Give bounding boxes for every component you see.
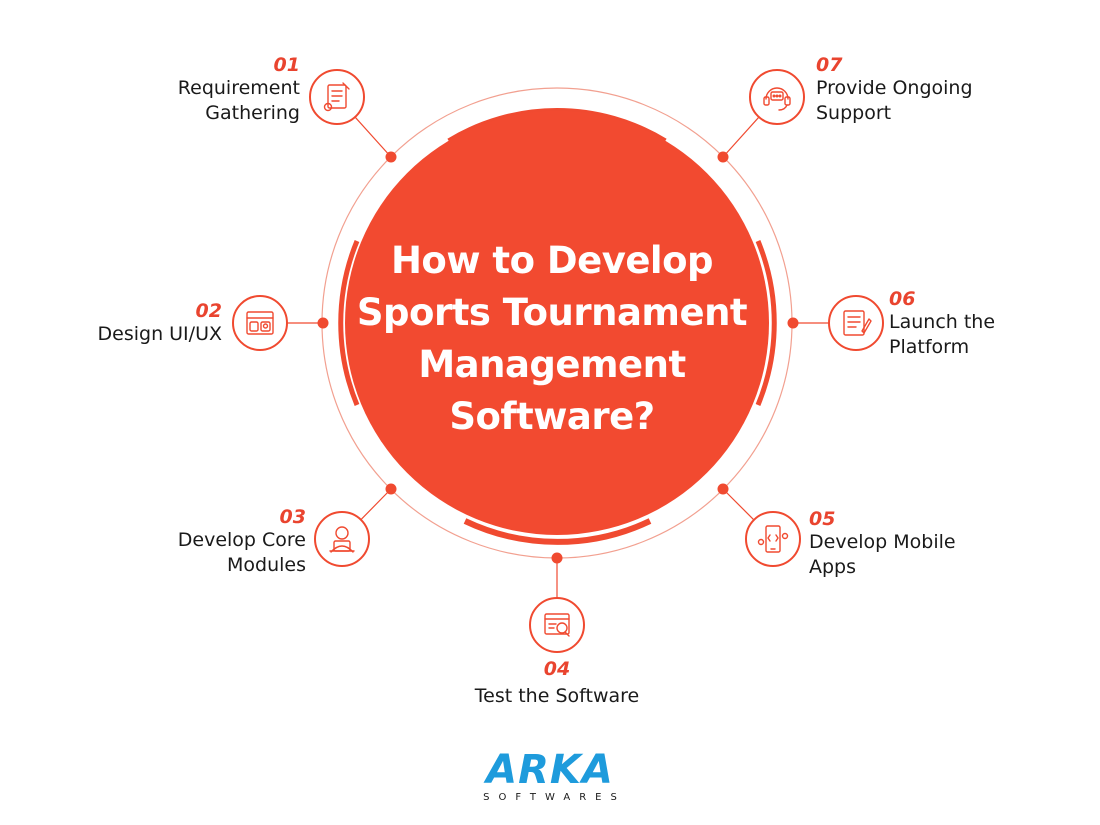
step-number: 06 <box>889 288 916 310</box>
connector-dot <box>717 483 729 495</box>
logo-wordmark: ARKA <box>486 747 614 793</box>
step-number: 03 <box>279 506 306 528</box>
checklist-icon <box>309 69 365 125</box>
mobile-code-icon <box>745 511 801 567</box>
step-label: Launch the <box>889 311 996 333</box>
connector-dot <box>385 151 397 163</box>
arc-right <box>755 240 777 406</box>
step-label: Support <box>816 102 892 124</box>
ui-ux-icon <box>232 295 288 351</box>
step-04: 04 Test the Software <box>447 658 667 709</box>
connector-dot <box>385 483 397 495</box>
connector-dot <box>551 552 563 564</box>
step-label: Test the Software <box>474 685 640 707</box>
step-label: Apps <box>809 556 857 578</box>
step-05: 05 Develop Mobile Apps <box>809 508 1009 580</box>
step-01: 01 Requirement Gathering <box>150 54 300 126</box>
title-line: Software? <box>449 395 655 438</box>
step-label: Design UI/UX <box>97 323 222 345</box>
center-title: How to Develop Sports Tournament Managem… <box>340 235 764 443</box>
step-label: Develop Core <box>177 529 306 551</box>
logo-subtitle: SOFTWARES <box>483 792 626 803</box>
title-line: Sports Tournament <box>356 291 748 334</box>
step-connector <box>722 116 760 158</box>
step-number: 07 <box>816 54 843 76</box>
step-label: Provide Ongoing <box>816 77 973 99</box>
step-label: Develop Mobile <box>809 531 956 553</box>
step-03: 03 Develop Core Modules <box>150 506 306 578</box>
step-connector <box>360 488 392 521</box>
step-label: Requirement <box>177 77 300 99</box>
step-number: 01 <box>273 54 300 76</box>
title-line: How to Develop <box>390 239 714 282</box>
step-02: 02 Design UI/UX <box>60 300 222 347</box>
step-number: 05 <box>809 508 836 530</box>
developer-icon <box>314 511 370 567</box>
step-06: 06 Launch the Platform <box>889 288 1069 360</box>
step-07: 07 Provide Ongoing Support <box>816 54 1036 126</box>
step-number: 02 <box>195 300 222 322</box>
step-connector <box>722 488 755 521</box>
arka-logo: ARKA SOFTWARES <box>470 750 630 803</box>
arc-left <box>338 240 360 406</box>
step-label: Gathering <box>205 102 300 124</box>
connector-dot <box>717 151 729 163</box>
step-label: Modules <box>227 554 306 576</box>
arc-bottom <box>463 518 652 545</box>
step-number: 04 <box>543 658 571 680</box>
title-line: Management <box>418 343 686 386</box>
step-label: Platform <box>889 336 970 358</box>
test-report-icon <box>529 597 585 653</box>
headset-icon <box>749 69 805 125</box>
center-circle <box>345 111 769 535</box>
connector-dot <box>317 317 329 329</box>
step-connector <box>354 116 392 158</box>
connector-dot <box>787 317 799 329</box>
launch-document-icon <box>828 295 884 351</box>
